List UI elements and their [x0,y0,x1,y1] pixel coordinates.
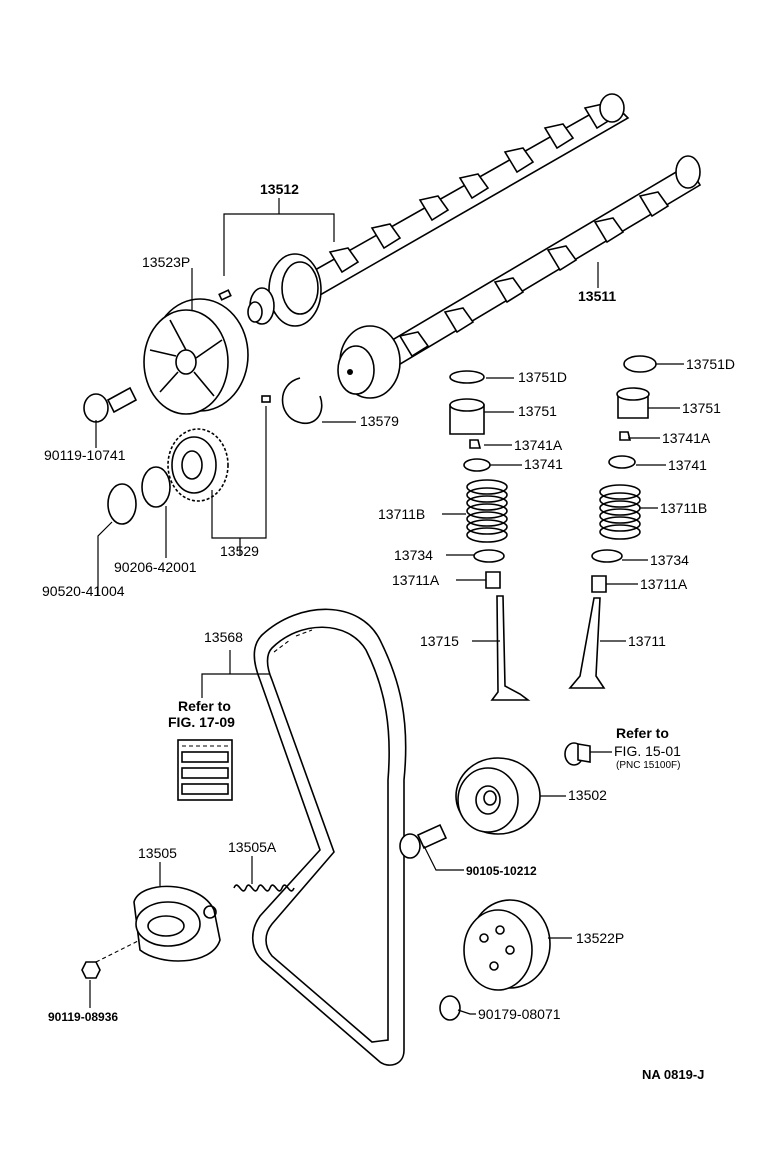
label-13751D-left: 13751D [518,369,567,385]
cover-ref-pnc: (PNC 15100F) [616,760,680,771]
ring-90520-41004 [107,483,137,525]
label-90119-08936: 90119-08936 [48,1010,118,1024]
cover-ref-line1: Refer to [616,725,669,741]
cover-ref-line2: FIG. 15-01 [614,743,681,759]
label-13523P: 13523P [142,254,190,270]
idler-pulley-13502 [455,757,541,835]
label-13505A: 13505A [228,839,277,855]
label-13741A-left: 13741A [514,437,563,453]
label-13751-left: 13751 [518,403,557,419]
bolt-90179-08071 [439,995,461,1021]
reference-card-icon [177,739,233,801]
label-13741-right: 13741 [668,457,707,473]
snap-ring-13579 [281,377,323,425]
label-13711B-right: 13711B [660,500,707,516]
timing-belt-13568 [251,608,407,1066]
label-13734-right: 13734 [650,552,689,568]
label-90206-42001: 90206-42001 [114,559,197,575]
belt-ref-line2: FIG. 17-09 [168,714,235,730]
leader-lines [89,198,684,1015]
label-13711: 13711 [628,633,666,649]
label-13734-left: 13734 [394,547,433,563]
valve-train-right [568,355,657,689]
label-13715: 13715 [420,633,459,649]
label-13751-right: 13751 [682,400,721,416]
label-13511: 13511 [578,288,616,304]
camshaft-13512 [247,93,630,327]
label-90119-10741: 90119-10741 [44,447,126,463]
label-90179-08071: 90179-08071 [478,1006,561,1022]
spring-13505A [233,884,295,892]
label-13568: 13568 [204,629,243,645]
nut-90119-08936 [81,961,101,979]
camshaft-13511 [337,155,702,399]
tensioner-13505 [133,885,221,962]
label-90520-41004: 90520-41004 [42,583,125,599]
label-13502: 13502 [568,787,607,803]
bolt-90119-10741 [83,386,138,423]
label-13741A-right: 13741A [662,430,711,446]
label-90105-10212: 90105-10212 [466,864,537,878]
gear-13529 [167,428,229,502]
label-13579: 13579 [360,413,399,429]
label-13711A-right: 13711A [640,576,688,592]
part-labels: 13512 13523P 13511 90119-10741 13579 137… [42,181,735,1082]
cover-bolt-icon [564,742,591,766]
diagram-code: NA 0819-J [642,1067,704,1082]
label-13505: 13505 [138,845,177,861]
label-13711B-left: 13711B [378,506,425,522]
cam-pulley-13523P [143,298,249,415]
crank-pulley-13522P [463,899,551,991]
label-13529: 13529 [220,543,259,559]
label-13751D-right: 13751D [686,356,735,372]
belt-ref-line1: Refer to [178,698,231,714]
label-13711A-left: 13711A [392,572,440,588]
valve-train-left [449,370,531,701]
label-13522P: 13522P [576,930,624,946]
bolt-90105-10212 [399,823,448,859]
ring-90206-42001 [141,466,171,508]
label-13741-left: 13741 [524,456,563,472]
label-13512: 13512 [260,181,299,197]
